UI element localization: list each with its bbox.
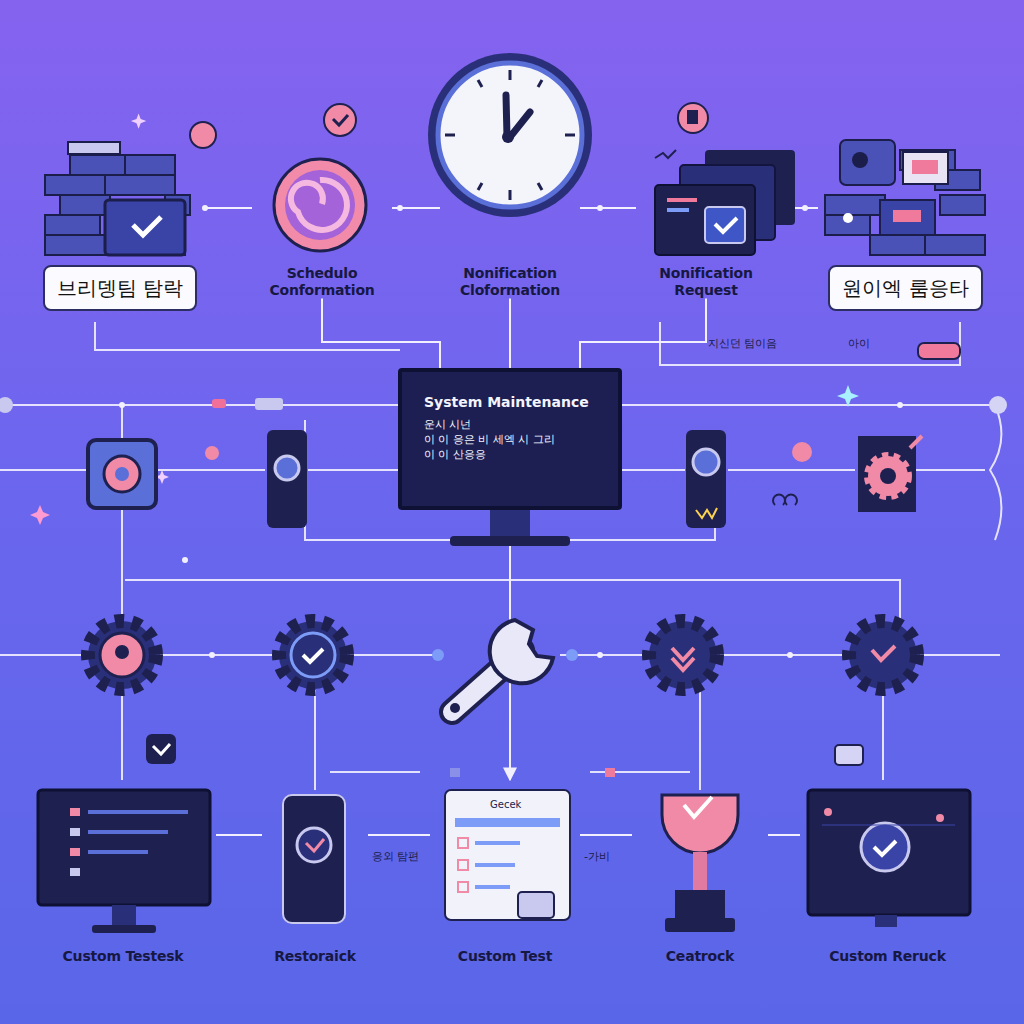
- node-label: Custom Reruck: [800, 948, 975, 965]
- note-label: Gecek: [490, 799, 521, 810]
- node-label: Custom Testesk: [30, 948, 216, 965]
- note-label: -가비: [584, 849, 610, 864]
- icon-label-box: 원이엑 룸응타: [818, 135, 993, 311]
- icon-node: Schedulo Conformation: [252, 150, 392, 299]
- note-label: 지신던 텀이음: [708, 336, 778, 351]
- icon-label-box: 브리뎅팀 탐락: [35, 135, 205, 311]
- node-label: Custom Test: [430, 948, 580, 965]
- node-label: System Maintenance: [424, 394, 604, 410]
- icon-node: Nonification Cloformation: [440, 50, 580, 299]
- node-label: Ceatrock: [632, 948, 768, 965]
- connector: [768, 834, 800, 836]
- connector: [580, 299, 706, 368]
- note-label: 아이: [848, 336, 870, 351]
- connector: [368, 834, 430, 836]
- connector: [580, 834, 632, 836]
- icon-node: Custom Testesk: [30, 780, 216, 965]
- node-text: 이 이 응은 비 세엑 시 그리: [424, 433, 604, 448]
- node-label: Nonification Cloformation: [440, 265, 580, 299]
- connector: [205, 207, 252, 209]
- note-label: 응외 탐편: [372, 849, 420, 864]
- icon-node: Custom Reruck: [800, 780, 975, 965]
- monitor-screen: System Maintenance 운시 시넌이 이 응은 비 세엑 시 그리이…: [398, 368, 622, 510]
- icon-node: Restoraick: [262, 780, 368, 965]
- connector: [509, 299, 511, 368]
- node-text: 이 이 산응응: [424, 448, 604, 463]
- node-label: Schedulo Conformation: [252, 265, 392, 299]
- node-label: Nonification Request: [636, 265, 776, 299]
- connector: [392, 207, 440, 209]
- node-label: Restoraick: [262, 948, 368, 965]
- node-label: 원이엑 룸응타: [828, 265, 982, 311]
- connector: [322, 299, 440, 368]
- connector: [580, 207, 636, 209]
- node-label: 브리뎅팀 탐락: [43, 265, 197, 311]
- icon-node: Ceatrock: [632, 780, 768, 965]
- node-text: 운시 시넌: [424, 418, 604, 433]
- icon-node: Nonification Request: [636, 140, 776, 299]
- connector: [216, 834, 262, 836]
